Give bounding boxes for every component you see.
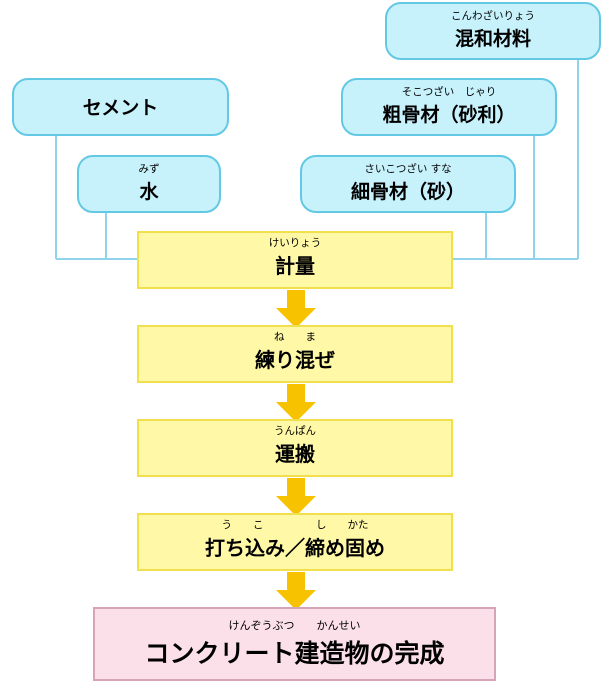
ingredient-fine-aggregate-label: 細骨材（砂）	[350, 181, 465, 203]
final-completion-label: コンクリート建造物の完成	[144, 639, 445, 668]
step-mixing-label: 練り混ぜ	[255, 348, 335, 372]
step-placing-compacting-ruby: う こ し かた	[221, 519, 369, 531]
step-placing-compacting-label: 打ち込み／締め固め	[205, 536, 385, 560]
ingredient-water-ruby: みず	[138, 163, 160, 175]
step-placing-compacting: う こ し かた 打ち込み／締め固め	[137, 513, 453, 571]
ingredient-admixture: こんわざいりょう 混和材料	[385, 2, 601, 60]
ingredient-water-label: 水	[139, 181, 159, 203]
step-measuring-label: 計量	[275, 254, 315, 278]
arrow-down-icon	[276, 478, 316, 516]
step-transport: うんぱん 運搬	[137, 419, 453, 477]
arrow-down-icon	[276, 290, 316, 328]
step-mixing-ruby: ね ま	[274, 331, 316, 343]
arrow-down-icon	[276, 572, 316, 610]
step-transport-label: 運搬	[275, 442, 315, 466]
ingredient-cement-label: セメント	[82, 97, 159, 119]
final-completion: けんぞうぶつ かんせい コンクリート建造物の完成	[93, 607, 496, 681]
ingredient-fine-aggregate-ruby: さいこつざい すな	[364, 163, 452, 175]
ingredient-admixture-ruby: こんわざいりょう	[451, 10, 535, 22]
step-measuring: けいりょう 計量	[137, 231, 453, 289]
arrow-down-icon	[276, 384, 316, 422]
ingredient-cement: セメント	[12, 78, 229, 136]
step-mixing: ね ま 練り混ぜ	[137, 325, 453, 383]
step-measuring-ruby: けいりょう	[268, 237, 322, 249]
step-transport-ruby: うんぱん	[274, 425, 316, 437]
ingredient-coarse-aggregate-label: 粗骨材（砂利）	[382, 104, 516, 126]
ingredient-coarse-aggregate-ruby: そこつざい じゃり	[401, 86, 497, 98]
final-completion-ruby: けんぞうぶつ かんせい	[228, 619, 361, 632]
ingredient-coarse-aggregate: そこつざい じゃり 粗骨材（砂利）	[341, 78, 557, 136]
ingredient-water: みず 水	[77, 155, 221, 213]
ingredient-admixture-label: 混和材料	[454, 28, 531, 50]
ingredient-fine-aggregate: さいこつざい すな 細骨材（砂）	[300, 155, 516, 213]
